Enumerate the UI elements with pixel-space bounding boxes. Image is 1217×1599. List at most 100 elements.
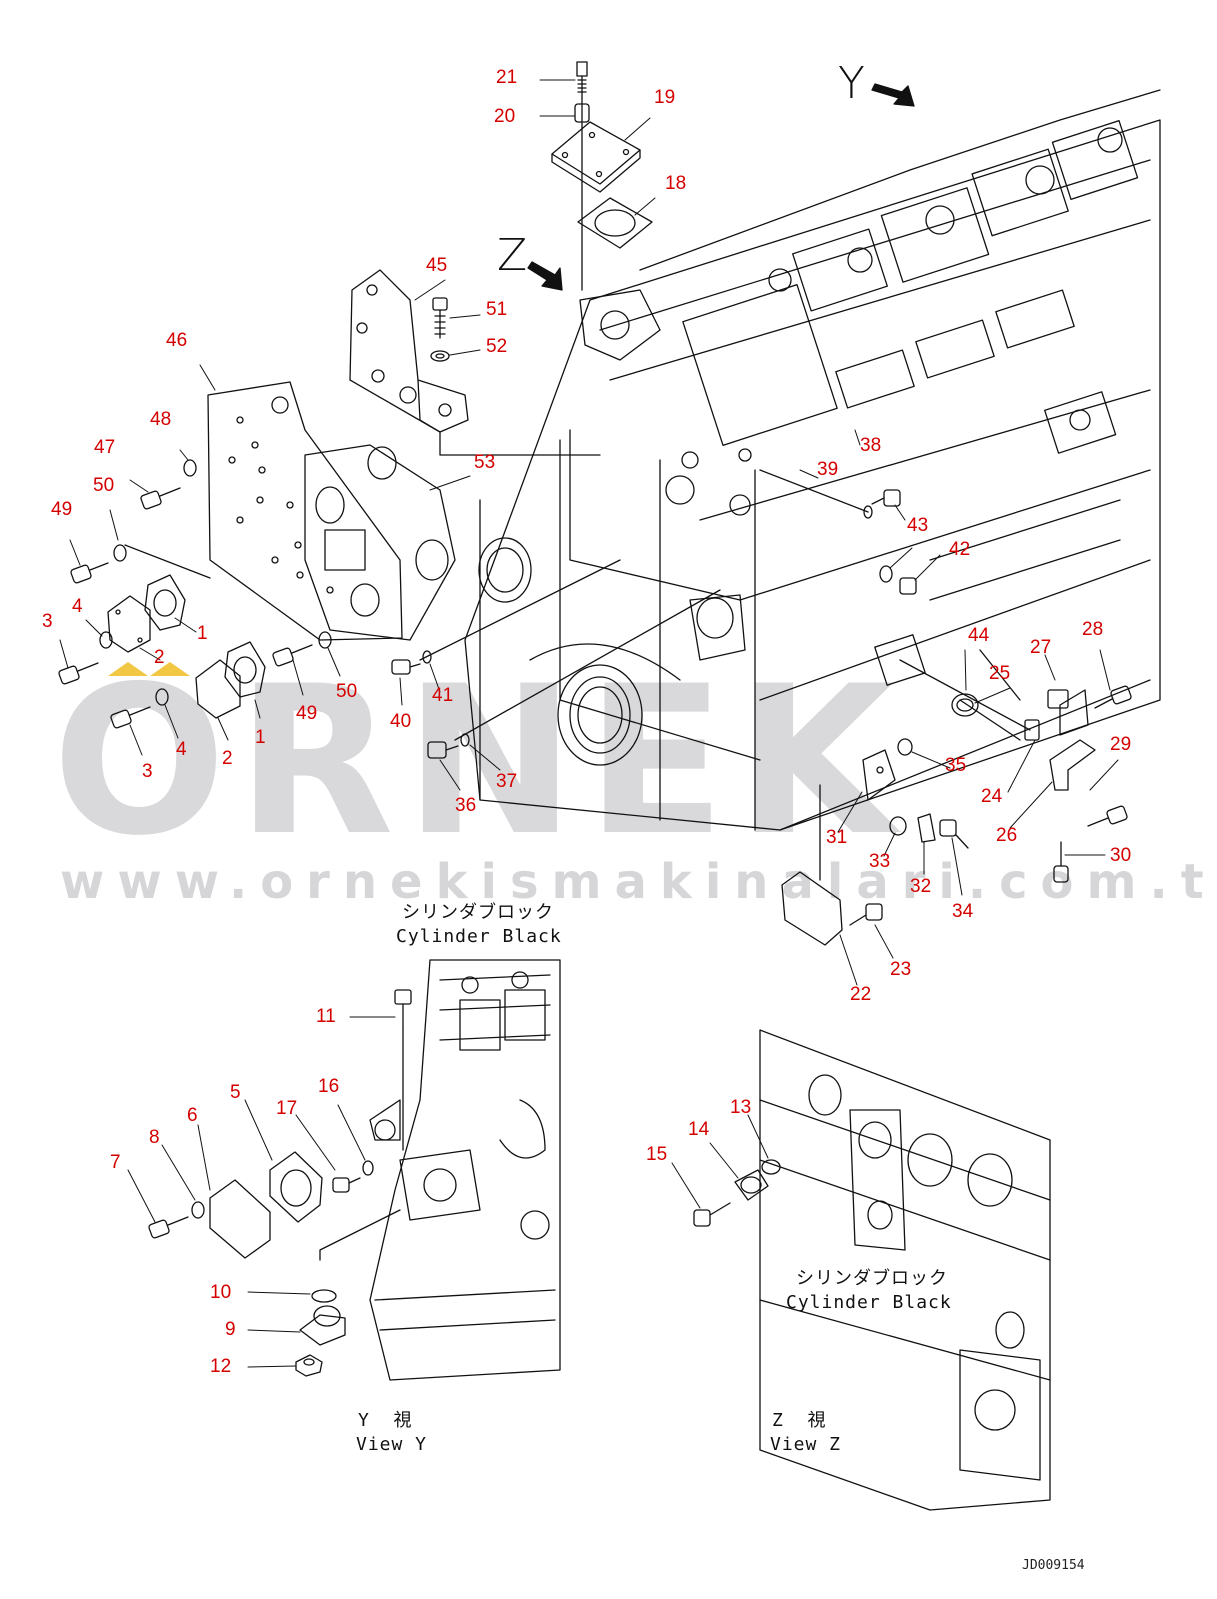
part-bolt-17 [332,1177,361,1193]
part-washer-50-top [113,544,127,562]
part-label: 7 [110,1152,121,1173]
part-cover-14 [734,1169,769,1201]
part-label: 2 [154,647,165,668]
watermark-accent-mark [150,662,190,676]
part-label: 44 [968,625,990,646]
part-label: 37 [496,771,518,792]
part-nut-12 [295,1354,323,1377]
part-cover-19 [551,121,641,193]
part-cover-6 [209,1179,271,1259]
part-cover-2-bottom [195,659,241,719]
part-bushing-33 [889,816,907,836]
part-label: 25 [989,663,1011,684]
part-label: 17 [276,1098,298,1119]
part-washer-8 [191,1201,205,1219]
part-label: 8 [149,1127,160,1148]
caption-view-z-jp: Z 視 [772,1410,827,1431]
part-label: 12 [210,1356,232,1377]
caption-view-y-jp: Y 視 [358,1410,413,1431]
part-flange-9 [299,1305,346,1346]
part-label: 10 [210,1282,232,1303]
part-label: 47 [94,437,116,458]
part-label: 39 [817,459,839,480]
part-gasket-18 [577,197,653,249]
part-label: 43 [907,515,929,536]
engine-block-main [464,89,1161,831]
part-bolt-7 [148,1216,189,1239]
part-bracket-31 [862,749,896,801]
part-bolt-21 [576,61,588,99]
label-leader-lines [59,79,1119,1368]
caption-z-jp: シリンダブロック [796,1268,948,1289]
caption-view-y-en: View Y [356,1434,428,1455]
part-label: 35 [945,755,967,776]
part-label: 4 [72,596,83,617]
part-label: 1 [197,623,208,644]
view-z-drawing [759,1029,1051,1511]
part-label: 41 [432,685,454,706]
part-label: 34 [952,901,974,922]
part-label: 45 [426,255,448,276]
leader-line [124,544,211,579]
caption-z-en: Cylinder Black [786,1292,952,1313]
part-label: 1 [255,727,266,748]
part-bolt-49-top [70,562,109,584]
part-gasket-1-bottom [224,641,266,698]
part-washer-4-bottom [155,688,169,706]
caption-main-jp: シリンダブロック [402,902,554,923]
part-bolt-3-top [58,662,99,685]
part-label: 52 [486,336,508,357]
part-label: 11 [316,1006,336,1027]
part-label: 40 [390,711,412,732]
part-bolt-28 [1094,685,1132,709]
part-label: 2 [222,748,233,769]
part-label: 27 [1030,637,1052,658]
part-label: 38 [860,435,882,456]
watermark-brand: ORNEK [52,643,905,881]
watermark-accent-mark [108,662,148,676]
part-washer-42-a [879,565,893,583]
part-bolt-40 [391,659,421,675]
part-label: 3 [142,761,153,782]
part-label: 14 [688,1119,710,1140]
part-label: 16 [318,1076,340,1097]
view-letter-z: Z [497,230,528,281]
part-label: 51 [486,299,508,320]
part-label: 9 [225,1319,236,1340]
part-label: 29 [1110,734,1132,755]
part-oring-13 [761,1159,781,1175]
part-plug-36 [427,741,459,759]
part-cover-2-top [107,595,151,653]
leader-line [759,469,869,513]
leader-line [419,559,621,661]
part-label: 36 [455,795,477,816]
part-clamp-32 [917,813,936,843]
part-bolt-34 [939,819,969,849]
part-bolt-3-bottom [110,706,151,729]
part-label: 46 [166,330,188,351]
leader-line [899,659,1031,741]
part-gasket-1-top [144,574,186,631]
part-oring-43 [863,505,873,519]
view-arrow-y [871,83,915,107]
part-label: 50 [93,475,115,496]
view-arrow-z [527,261,563,291]
part-ring-44 [951,693,979,717]
part-label: 32 [910,876,932,897]
part-label: 26 [996,825,1018,846]
part-bracket-27 [1059,689,1089,736]
part-label: 30 [1110,845,1132,866]
part-label: 6 [187,1105,198,1126]
part-label: 21 [496,67,518,88]
part-clip-26 [1049,739,1096,791]
part-washer-50-bottom [318,631,332,649]
part-label: 23 [890,959,912,980]
part-label: 13 [730,1097,752,1118]
part-label: 33 [869,851,891,872]
part-washer-35 [897,738,913,756]
part-connector-24-25 [1024,689,1069,741]
part-label: 3 [42,611,53,632]
part-bolt-51 [432,297,448,339]
